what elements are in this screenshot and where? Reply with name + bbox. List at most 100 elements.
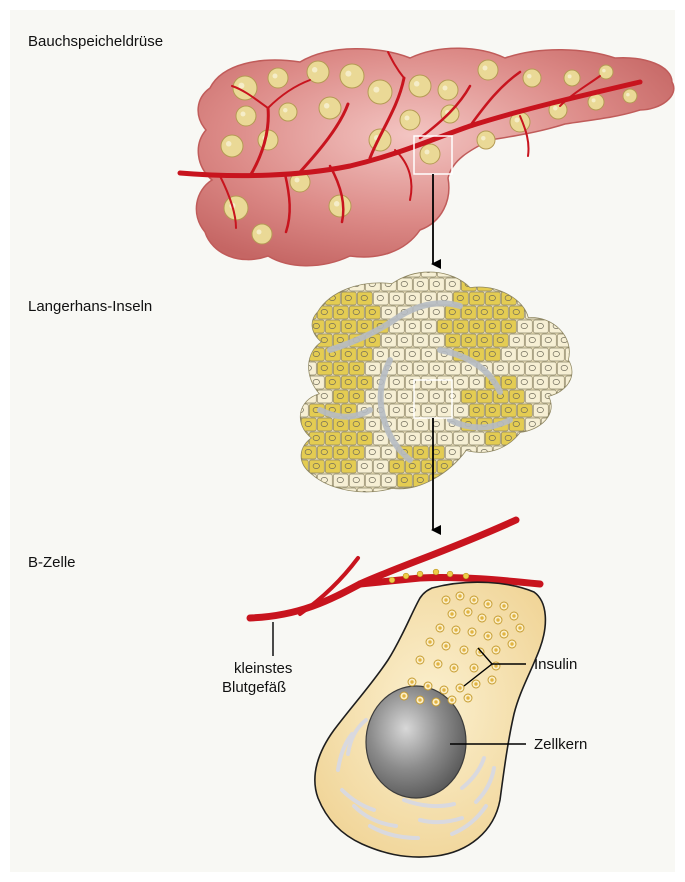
islet-cell-nucleus	[489, 491, 495, 496]
islet-cell	[285, 474, 300, 487]
islet-cell	[309, 348, 324, 361]
islet-cell	[293, 404, 308, 417]
islet-cell-nucleus	[561, 309, 567, 314]
islet-cell	[485, 432, 500, 445]
islet-cell-nucleus	[305, 281, 311, 286]
islet-cell	[333, 390, 348, 403]
insulin-granule-core	[450, 698, 453, 701]
islet-cell-nucleus	[441, 267, 447, 272]
islet-cell	[557, 418, 572, 431]
islet-highlight	[425, 150, 430, 155]
islet-cell	[357, 488, 372, 501]
islet-cell	[349, 446, 364, 459]
islet-cell	[333, 418, 348, 431]
label-nucleus: Zellkern	[534, 736, 587, 753]
islet-cell	[517, 264, 532, 277]
islet-cell	[349, 418, 364, 431]
insulin-granule-core	[490, 678, 493, 681]
islet-cell	[389, 376, 404, 389]
islet-cell	[541, 446, 556, 459]
islet-cell-nucleus	[297, 295, 303, 300]
insulin-granule-core	[418, 698, 421, 701]
islet-cell	[437, 404, 452, 417]
islet-cell-nucleus	[329, 491, 335, 496]
islet-cell-nucleus	[305, 309, 311, 314]
islet-cell	[533, 432, 548, 445]
islet-cell-nucleus	[313, 491, 319, 496]
insulin-granule-core	[472, 598, 475, 601]
islet-cell	[525, 390, 540, 403]
islet-cell	[413, 418, 428, 431]
islet-cell	[517, 404, 532, 417]
islet-cell	[421, 376, 436, 389]
islet-cell-nucleus	[521, 491, 527, 496]
islet-cell-nucleus	[409, 491, 415, 496]
islet-cell	[341, 264, 356, 277]
islet-cell	[357, 292, 372, 305]
islet-cell-nucleus	[457, 463, 463, 468]
islet-cell	[389, 404, 404, 417]
islet-highlight	[483, 66, 488, 71]
islet-spot	[588, 94, 604, 110]
label-bcell: B-Zelle	[28, 554, 76, 571]
islet-cell	[397, 474, 412, 487]
islet-cell-nucleus	[545, 421, 551, 426]
islet-cell-nucleus	[537, 491, 543, 496]
islet-cell	[405, 488, 420, 501]
insulin-granule-core	[502, 604, 505, 607]
insulin-granule-core	[454, 628, 457, 631]
islet-spot	[441, 105, 459, 123]
islet-cell	[509, 390, 524, 403]
islet-cell	[541, 306, 556, 319]
islet-cell	[501, 376, 516, 389]
islet-cell-nucleus	[433, 477, 439, 482]
islet-cell	[565, 432, 580, 445]
islet-cell	[293, 320, 308, 333]
islet-cell-nucleus	[529, 281, 535, 286]
islet-cell	[445, 362, 460, 375]
islet-cell	[501, 320, 516, 333]
islet-cell-nucleus	[425, 491, 431, 496]
islet-cell	[501, 488, 516, 501]
islet-cell	[485, 320, 500, 333]
islet-cell	[349, 390, 364, 403]
islet-cell	[565, 348, 580, 361]
islet-cell	[341, 292, 356, 305]
islet-cell-nucleus	[465, 477, 471, 482]
islet-cell	[517, 320, 532, 333]
islet-cell	[565, 488, 580, 501]
islet-cell	[525, 278, 540, 291]
islet-cell	[357, 376, 372, 389]
islet-cell	[309, 320, 324, 333]
islet-cell	[453, 432, 468, 445]
islet-cell	[301, 446, 316, 459]
islet-cell	[565, 460, 580, 473]
islet-cell	[405, 320, 420, 333]
islet-highlight	[312, 67, 318, 73]
islet-cell	[285, 390, 300, 403]
label-islets: Langerhans-Inseln	[28, 298, 152, 315]
islet-spot	[368, 80, 392, 104]
islet-spot	[319, 97, 341, 119]
islet-cell-nucleus	[289, 393, 295, 398]
islet-cell	[437, 320, 452, 333]
islet-cell	[397, 362, 412, 375]
insulin-granule-core	[444, 644, 447, 647]
islet-cell-nucleus	[457, 267, 463, 272]
islet-spot	[236, 106, 256, 126]
islet-cell	[421, 488, 436, 501]
islet-cell	[333, 446, 348, 459]
insulin-granule-core	[486, 634, 489, 637]
islet-spot	[564, 70, 580, 86]
islet-spot	[224, 196, 248, 220]
islet-cell	[525, 306, 540, 319]
islet-highlight	[238, 83, 244, 89]
islet-cell	[517, 460, 532, 473]
islet-cell	[445, 390, 460, 403]
islet-cell	[405, 432, 420, 445]
islet-cell	[461, 446, 476, 459]
islet-cell	[373, 460, 388, 473]
islet-cell-nucleus	[313, 295, 319, 300]
islet-cell	[549, 488, 564, 501]
islet-cell	[549, 348, 564, 361]
